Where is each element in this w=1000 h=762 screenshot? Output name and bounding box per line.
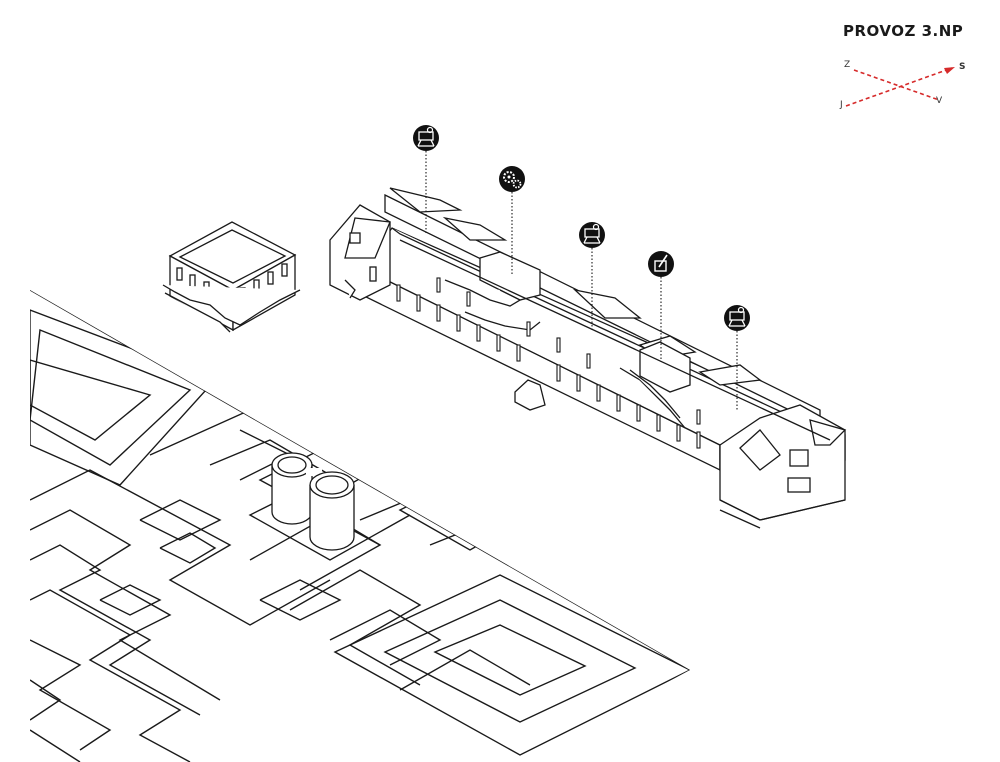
columns (396, 277, 701, 449)
marker-exhibition-3[interactable] (723, 304, 751, 332)
marker-workshop[interactable] (498, 165, 526, 193)
compass-arrow-north-icon (944, 67, 955, 74)
compass-rose: Z S J V (836, 58, 965, 118)
compass-lines (845, 67, 955, 107)
main-building (329, 187, 847, 529)
silos (271, 452, 355, 551)
marker-exhibition-1[interactable] (412, 124, 440, 152)
small-building (162, 221, 301, 333)
pencil-cup-icon (647, 250, 675, 278)
marker-exhibition-2[interactable] (578, 221, 606, 249)
easel-gear-icon (578, 221, 606, 249)
compass-label-east: V (936, 96, 943, 106)
compass-label-west: Z (844, 60, 851, 70)
easel-gear-icon (412, 124, 440, 152)
gears-icon (498, 165, 526, 193)
page-title: PROVOZ 3.NP (843, 22, 964, 40)
marker-leaders (425, 151, 738, 410)
marker-office[interactable] (647, 250, 675, 278)
compass-label-north: S (959, 62, 966, 72)
easel-gear-icon (723, 304, 751, 332)
compass-label-south: J (840, 100, 843, 110)
